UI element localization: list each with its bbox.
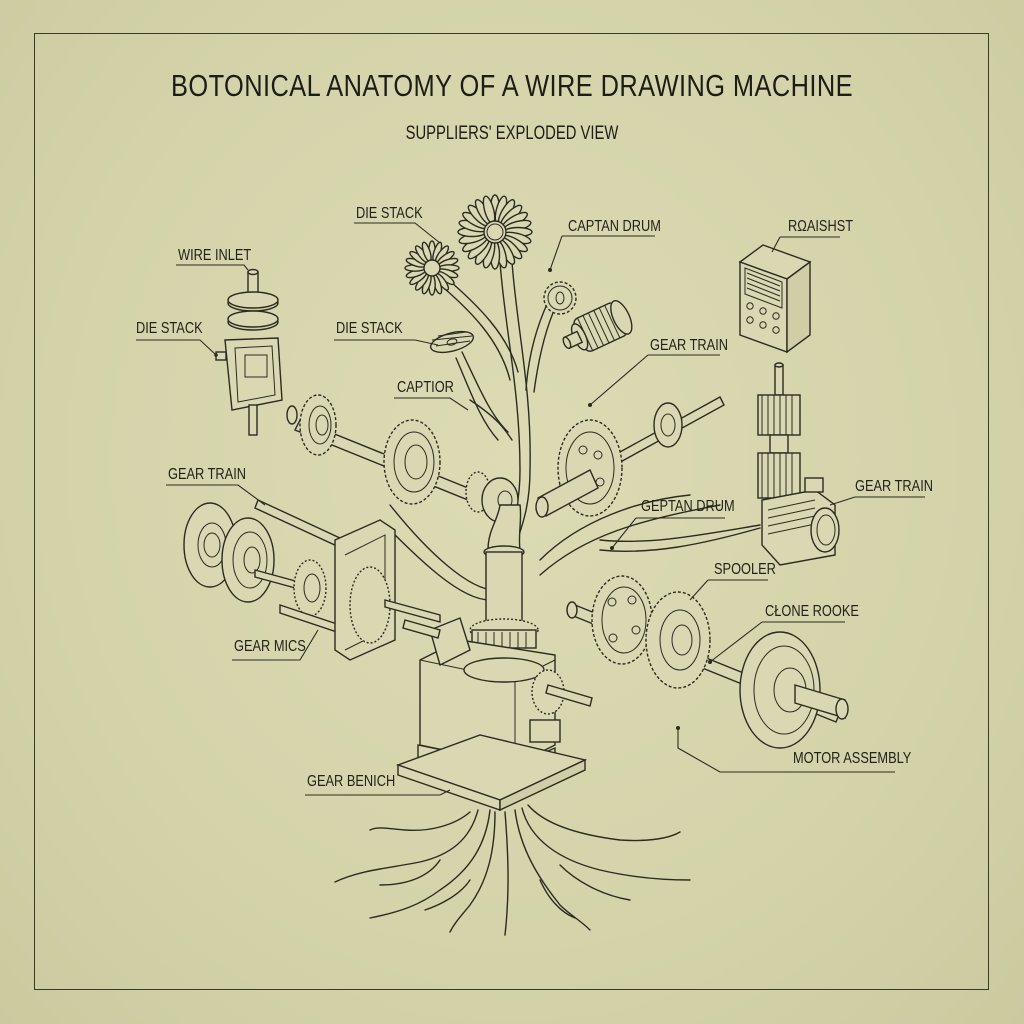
die-stack-housing	[215, 268, 283, 436]
diagram-title: BOTONICAL ANATOMY OF A WIRE DRAWING MACH…	[171, 68, 853, 103]
capstan-motor	[562, 300, 633, 352]
label-die-stack-left: DIE STACK	[136, 320, 203, 337]
label-gear-train-right: GEAR TRAIN	[855, 478, 933, 495]
label-geptan-drum: GEPTAN DRUM	[641, 498, 735, 515]
plant-stem	[379, 261, 761, 601]
central-gearbox	[395, 504, 593, 812]
label-captior: CAPTIOR	[397, 379, 454, 396]
label-gear-train-top: GEAR TRAIN	[650, 337, 728, 354]
right-shaft-gear-assembly	[535, 396, 725, 518]
label-gear-mics: GEAR MICS	[234, 638, 306, 655]
label-roaishst: RΩAISHST	[788, 218, 854, 235]
diagram-subtitle: SUPPLIERS' EXPLODED VIEW	[405, 123, 619, 144]
label-gear-bench: GEAR BENICH	[307, 773, 396, 790]
label-motor-assembly: MOTOR ASSEMBLY	[793, 750, 912, 767]
label-clone-rooke: CŁONE ROOKE	[765, 603, 859, 620]
root-system	[334, 804, 691, 936]
left-shaft-gear-assembly	[286, 394, 519, 523]
label-spooler: SPOOLER	[714, 561, 776, 578]
left-drum-frame	[183, 499, 441, 661]
small-gear-flower	[543, 281, 577, 315]
label-gear-train-left: GEAR TRAIN	[168, 466, 246, 483]
spooler-shaft-assembly	[566, 575, 849, 749]
label-die-stack-middle: DIE STACK	[336, 320, 403, 337]
vertical-gear-motor	[757, 362, 840, 566]
daisy-flower-small	[429, 330, 475, 354]
leader-lines	[136, 222, 925, 796]
daisy-flower-medium	[404, 240, 460, 296]
label-die-stack-top: DIE STACK	[356, 205, 423, 222]
daisy-flower-large	[457, 194, 533, 270]
label-wire-inlet: WIRE INLET	[178, 247, 252, 264]
drawing-frame	[34, 33, 989, 990]
control-box	[738, 244, 812, 354]
label-captan-drum: CAPTAN DRUM	[568, 218, 661, 235]
